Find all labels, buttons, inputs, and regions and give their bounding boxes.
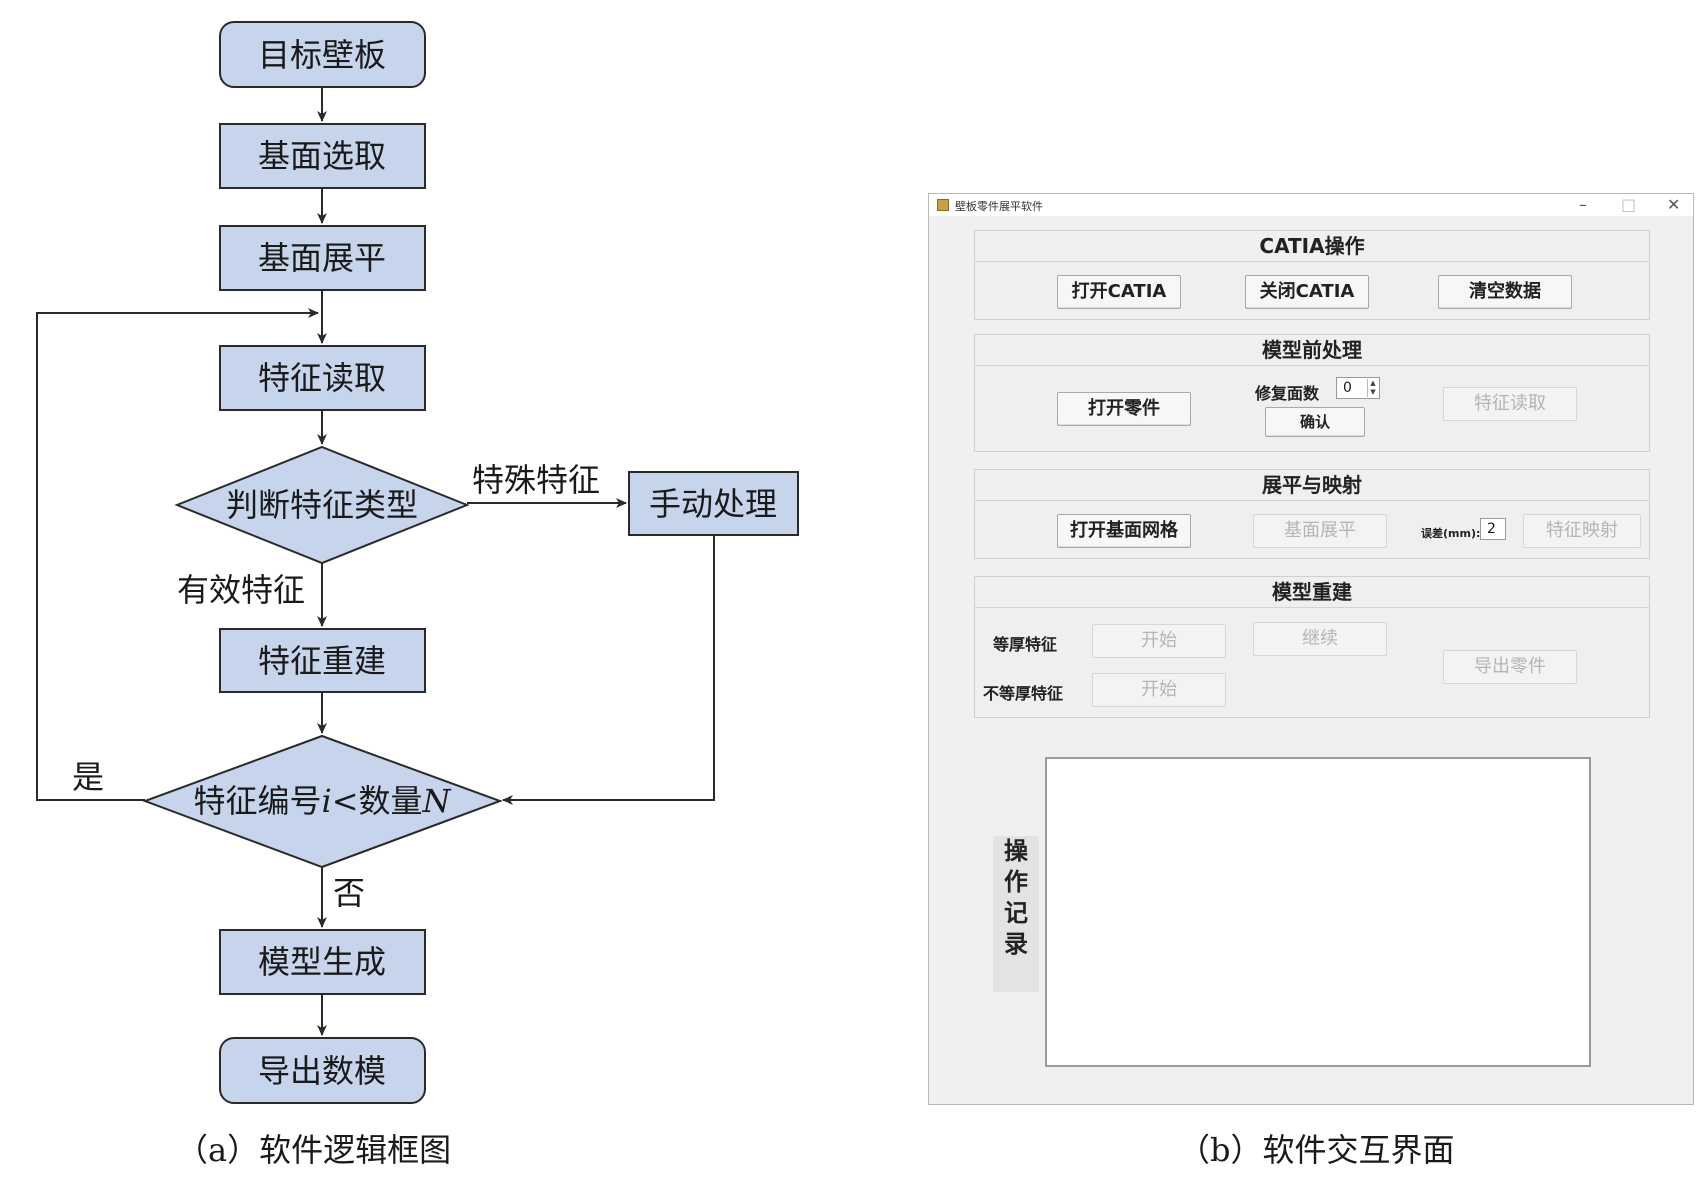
node-export [219, 1037, 426, 1104]
open-mesh-button[interactable]: 打开基面网格 [1057, 514, 1191, 548]
operation-log-area[interactable] [1045, 757, 1591, 1067]
edge-label-special: 特殊特征 [472, 461, 600, 499]
node-feature-rebuild [219, 628, 426, 693]
maximize-icon[interactable]: □ [1621, 195, 1637, 214]
node-feature-read-label: 特征读取 [258, 359, 386, 397]
open-catia-button[interactable]: 打开CATIA [1057, 275, 1181, 309]
export-part-button[interactable]: 导出零件 [1443, 650, 1577, 684]
caption-b: （b）软件交互界面 [1178, 1131, 1455, 1169]
minimize-icon[interactable]: – [1579, 195, 1587, 214]
panel-rebuild-heading: 模型重建 [975, 577, 1649, 608]
map-features-button[interactable]: 特征映射 [1523, 514, 1641, 548]
open-part-button[interactable]: 打开零件 [1057, 392, 1191, 426]
tolerance-value: 2 [1487, 521, 1496, 537]
title-bar: 壁板零件展平软件 – □ ✕ [929, 194, 1693, 216]
node-export-label: 导出数模 [258, 1052, 386, 1090]
node-base-select-label: 基面选取 [258, 137, 386, 175]
window-title: 壁板零件展平软件 [955, 200, 1043, 213]
panel-catia: CATIA操作 打开CATIA 关闭CATIA 清空数据 [974, 230, 1650, 320]
panel-catia-heading: CATIA操作 [975, 231, 1649, 262]
node-manual [628, 471, 799, 536]
nonuniform-start-button[interactable]: 开始 [1092, 673, 1226, 707]
app-icon [937, 199, 949, 211]
node-model-gen-label: 模型生成 [258, 943, 386, 981]
panel-preprocess-heading: 模型前处理 [975, 335, 1649, 366]
node-model-gen [219, 929, 426, 995]
edge-manual-to-check [502, 535, 715, 805]
node-feature-read [219, 345, 426, 411]
continue-button[interactable]: 继续 [1253, 622, 1387, 656]
panel-flatten-heading: 展平与映射 [975, 470, 1649, 501]
panel-flatten: 展平与映射 打开基面网格 基面展平 误差(mm): 2 特征映射 [974, 469, 1650, 559]
close-catia-button[interactable]: 关闭CATIA [1245, 275, 1369, 309]
panel-preprocess: 模型前处理 打开零件 修复面数 0 ▲▼ 确认 特征读取 [974, 334, 1650, 452]
spinner-arrows-icon[interactable]: ▲▼ [1367, 379, 1378, 397]
node-base-select [219, 123, 426, 189]
edge-label-valid: 有效特征 [177, 571, 305, 609]
edge-label-no: 否 [333, 874, 365, 912]
node-target-label: 目标壁板 [258, 36, 386, 74]
node-count-check [142, 734, 503, 869]
confirm-button[interactable]: 确认 [1265, 407, 1365, 437]
node-feature-rebuild-label: 特征重建 [258, 642, 386, 680]
read-features-button[interactable]: 特征读取 [1443, 387, 1577, 421]
edges [36, 87, 715, 1036]
nodes [142, 21, 799, 1104]
node-target [219, 21, 426, 88]
flatten-base-button[interactable]: 基面展平 [1253, 514, 1387, 548]
repair-count-spinner[interactable]: 0 ▲▼ [1336, 377, 1380, 399]
nonuniform-thickness-label: 不等厚特征 [983, 684, 1064, 703]
tolerance-input[interactable]: 2 [1480, 518, 1506, 540]
repair-count-value: 0 [1343, 380, 1352, 396]
uniform-thickness-label: 等厚特征 [993, 635, 1058, 654]
node-manual-label: 手动处理 [649, 485, 777, 523]
panel-rebuild: 模型重建 等厚特征 开始 继续 不等厚特征 开始 导出零件 [974, 576, 1650, 718]
operation-log-label: 操作记录 [993, 836, 1039, 992]
tolerance-label: 误差(mm): [1421, 527, 1481, 540]
node-count-check-label: 特征编号i<数量N [193, 782, 451, 820]
flowchart: 目标壁板 基面选取 基面展平 特征读取 判断特征类型 手动处理 特征重建 特征编… [36, 21, 799, 1104]
node-base-flatten [219, 225, 426, 291]
node-judge-type [174, 445, 470, 565]
caption-a: （a）软件逻辑框图 [176, 1131, 452, 1169]
node-base-flatten-label: 基面展平 [258, 239, 386, 277]
edge-label-yes: 是 [72, 758, 104, 796]
clear-data-button[interactable]: 清空数据 [1438, 275, 1572, 309]
node-judge-type-label: 判断特征类型 [226, 486, 418, 524]
edge-check-loop-yes [36, 308, 319, 801]
software-window: 壁板零件展平软件 – □ ✕ CATIA操作 打开CATIA 关闭CATIA 清… [928, 193, 1694, 1105]
uniform-start-button[interactable]: 开始 [1092, 624, 1226, 658]
close-icon[interactable]: ✕ [1667, 195, 1681, 214]
repair-count-label: 修复面数 [1255, 384, 1320, 403]
